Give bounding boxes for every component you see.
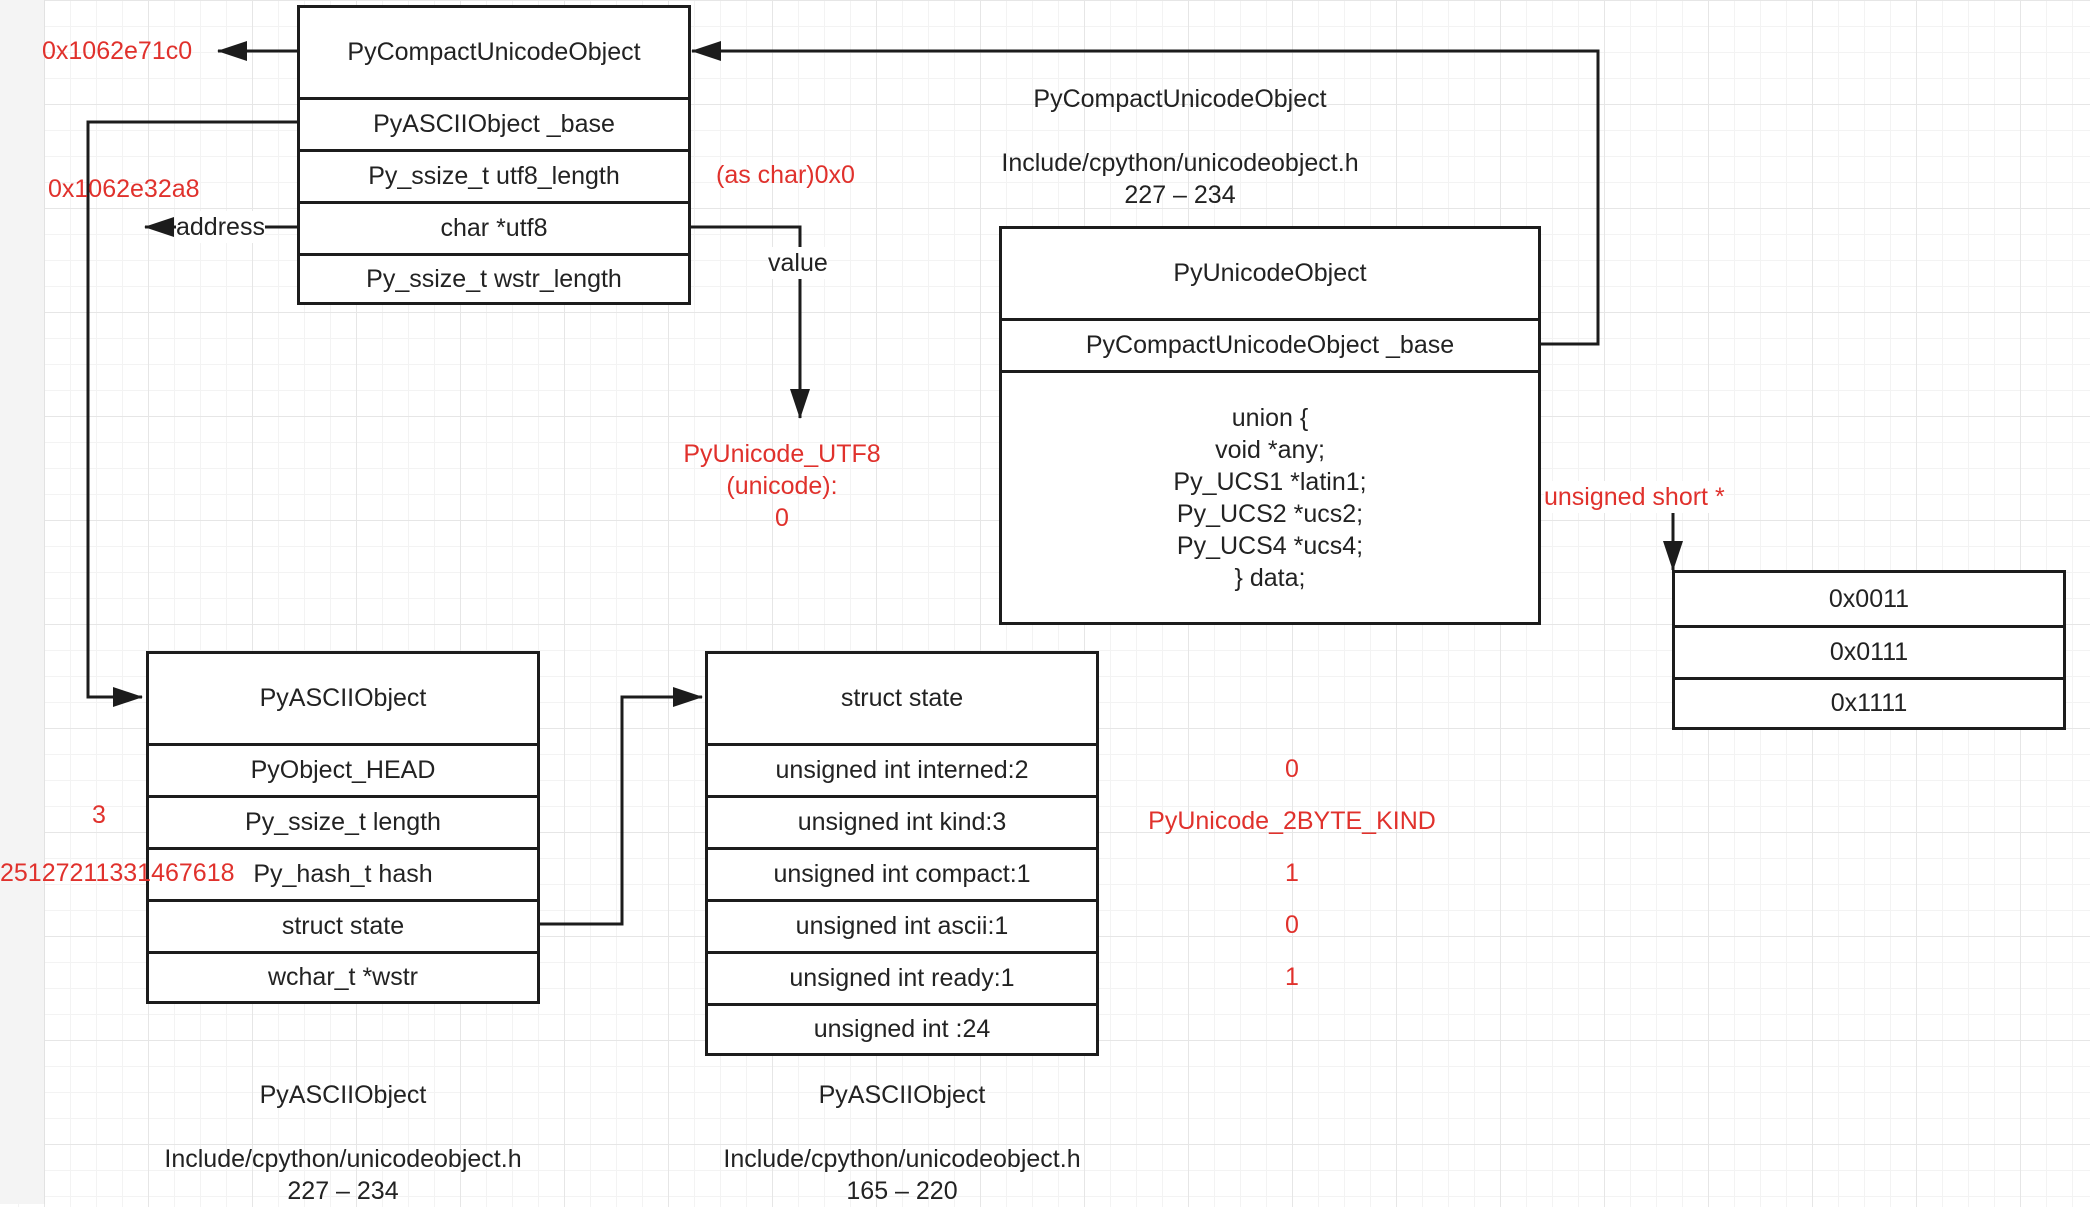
utf8-address-label: 0x1062e32a8 — [48, 175, 200, 203]
compact-field-utf8: char *utf8 — [300, 201, 688, 253]
state-value-ascii: 0 — [1285, 911, 1299, 939]
unicode-box-title: PyUnicodeObject — [1173, 259, 1367, 287]
compact-field-wstr-length: Py_ssize_t wstr_length — [300, 253, 688, 302]
utf8-result-label: PyUnicode_UTF8 (unicode): 0 — [683, 440, 881, 532]
arrow-utf8-value — [688, 225, 810, 419]
data-type-label: unsigned short * — [1544, 481, 1725, 513]
ascii-field-length: Py_ssize_t length — [149, 795, 537, 847]
compact-unicode-object-box: PyCompactUnicodeObject PyASCIIObject _ba… — [297, 5, 691, 305]
unicode-field-data-union: union { void *any; Py_UCS1 *latin1; Py_U… — [1002, 370, 1538, 622]
length-value-label: 3 — [92, 801, 106, 829]
ascii-field-head: PyObject_HEAD — [149, 743, 537, 795]
arrow-unicode-to-compact — [691, 41, 1600, 346]
arrow-state — [539, 687, 703, 926]
state-field-ascii: unsigned int ascii:1 — [708, 899, 1096, 951]
state-value-ready: 1 — [1285, 963, 1299, 991]
state-source-caption: PyASCIIObject Include/cpython/unicodeobj… — [723, 1081, 1081, 1205]
ascii-object-box: PyASCIIObject PyObject_HEAD Py_ssize_t l… — [146, 651, 540, 1004]
state-field-interned: unsigned int interned:2 — [708, 743, 1096, 795]
state-value-kind: PyUnicode_2BYTE_KIND — [1148, 807, 1436, 835]
state-field-padding: unsigned int :24 — [708, 1003, 1096, 1053]
state-box-title: struct state — [840, 684, 964, 712]
state-field-ready: unsigned int ready:1 — [708, 951, 1096, 1003]
ascii-field-state: struct state — [149, 899, 537, 951]
compact-field-base: PyASCIIObject _base — [300, 97, 688, 149]
value-arrow-label: value — [768, 247, 828, 279]
ascii-box-title: PyASCIIObject — [259, 684, 427, 712]
ascii-field-wstr: wchar_t *wstr — [149, 951, 537, 1001]
compact-address-label: 0x1062e71c0 — [42, 37, 193, 65]
canvas-left-margin — [0, 0, 45, 1204]
address-arrow-label: address — [176, 211, 265, 243]
unicode-field-base: PyCompactUnicodeObject _base — [1002, 318, 1538, 370]
data-value-2: 0x0111 — [1675, 625, 2063, 677]
state-field-kind: unsigned int kind:3 — [708, 795, 1096, 847]
state-value-interned: 0 — [1285, 755, 1299, 783]
hash-value-label: 2512721133146761​8 — [0, 859, 235, 887]
data-array-box: 0x0011 0x0111 0x1111 — [1672, 570, 2066, 730]
utf8-length-value-label: (as char)0x0 — [716, 161, 855, 189]
compact-field-utf8-length: Py_ssize_t utf8_length — [300, 149, 688, 201]
data-value-1: 0x0011 — [1828, 584, 1910, 613]
compact-source-caption: PyCompactUnicodeObject Include/cpython/u… — [1001, 85, 1359, 209]
state-value-compact: 1 — [1285, 859, 1299, 887]
compact-box-title: PyCompactUnicodeObject — [347, 38, 641, 66]
ascii-field-hash: Py_hash_t hash — [149, 847, 537, 899]
ascii-source-caption: PyASCIIObject Include/cpython/unicodeobj… — [164, 1081, 522, 1205]
arrow-base-to-ascii — [86, 120, 297, 707]
data-value-3: 0x1111 — [1675, 677, 2063, 727]
state-field-compact: unsigned int compact:1 — [708, 847, 1096, 899]
unicode-object-box: PyUnicodeObject PyCompactUnicodeObject _… — [999, 226, 1541, 625]
struct-state-box: struct state unsigned int interned:2 uns… — [705, 651, 1099, 1056]
